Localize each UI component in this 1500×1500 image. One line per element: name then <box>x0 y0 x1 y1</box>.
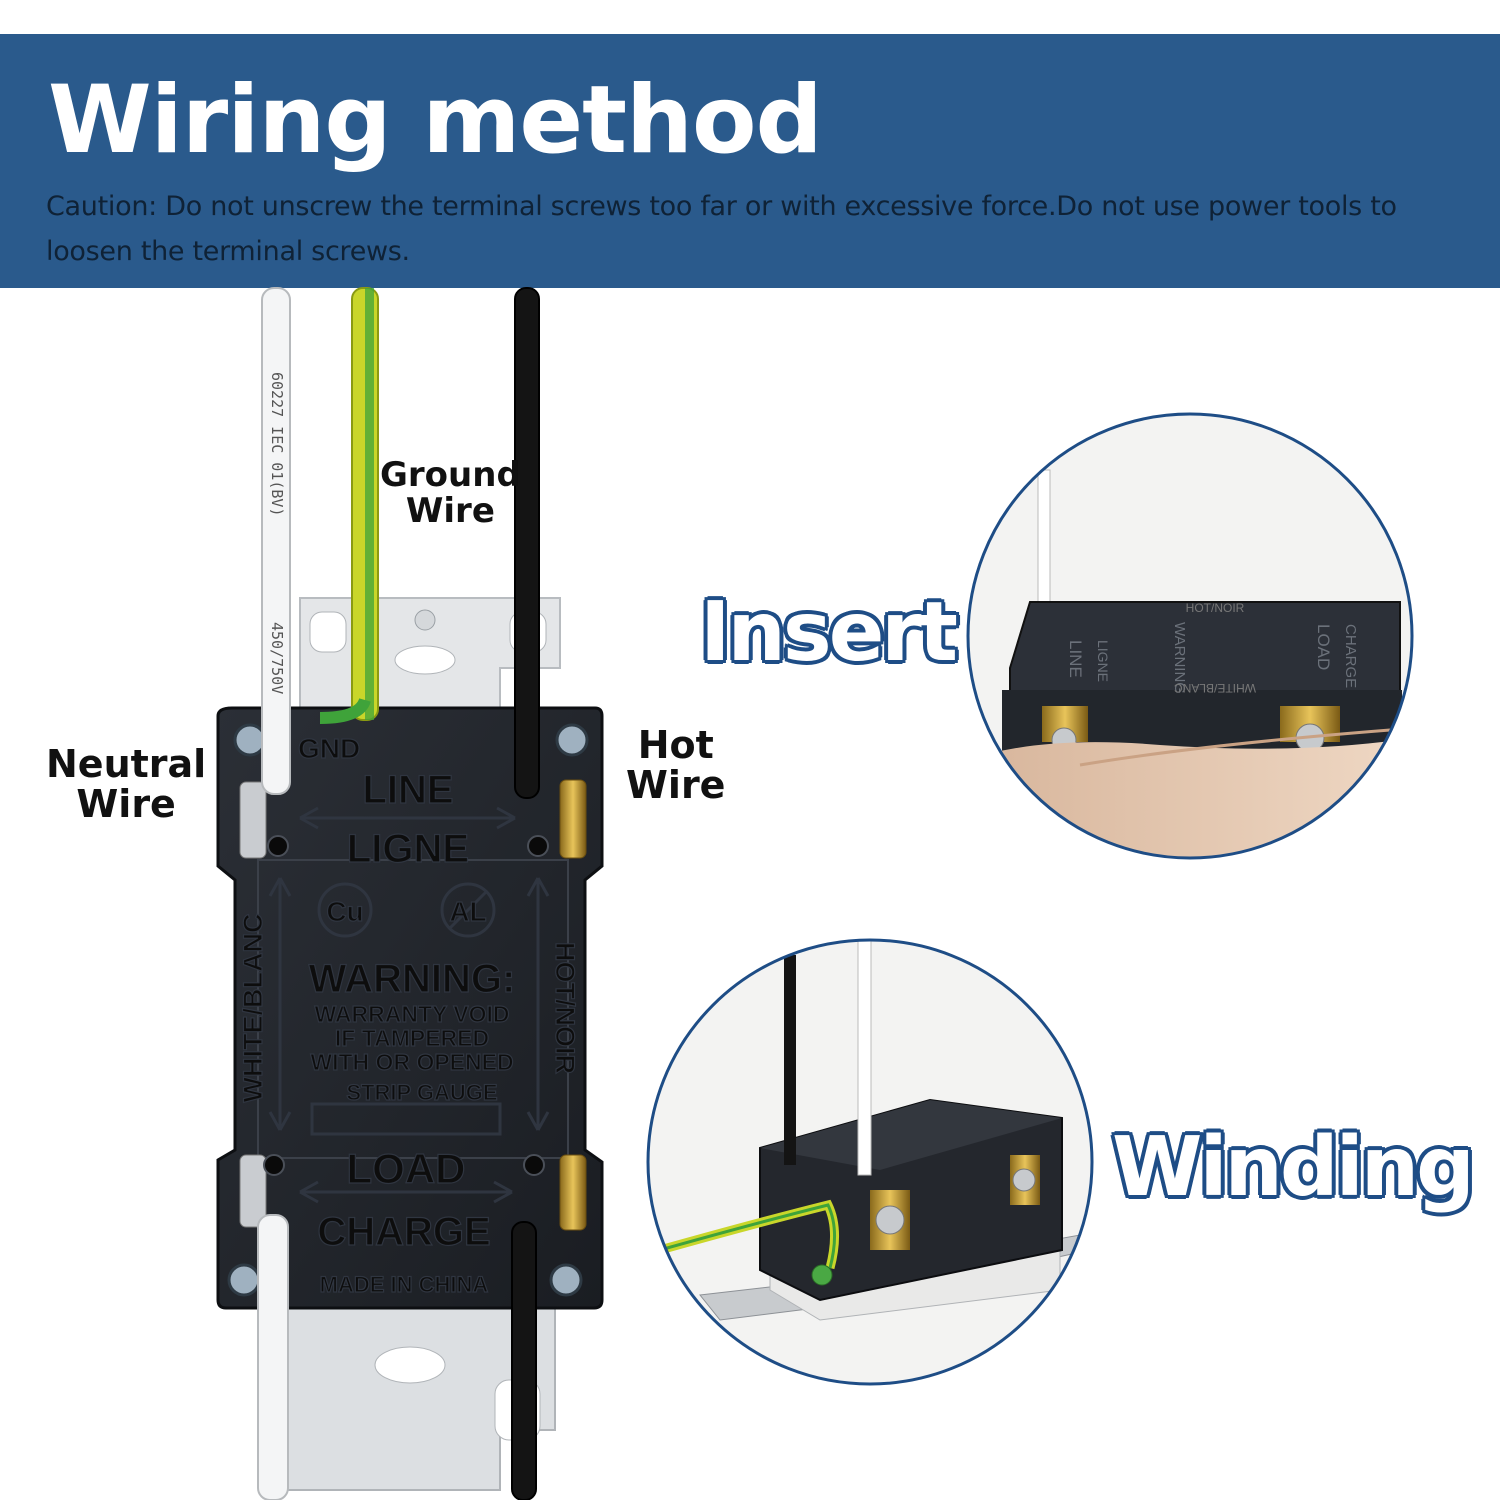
cu-mark: Cu <box>326 896 363 927</box>
gnd-mark: GND <box>298 733 360 764</box>
mounting-strap-bottom <box>284 1299 556 1491</box>
insert-line: LINE <box>1066 640 1085 678</box>
insert-load: LOAD <box>1314 624 1333 670</box>
strip-gauge-mark: STRIP GAUGE <box>346 1080 497 1105</box>
insert-charge: CHARGE <box>1342 624 1359 688</box>
hot-wire-top <box>514 287 540 799</box>
winding-step-label: Winding <box>1110 1118 1478 1218</box>
wire-print-rating: 450/750V <box>268 622 286 694</box>
load-mark: LOAD <box>347 1145 466 1192</box>
insert-warning: WARNING <box>1171 622 1188 694</box>
charge-mark: CHARGE <box>317 1210 490 1254</box>
al-mark: AL <box>449 896 486 927</box>
page-title: Wiring method <box>48 66 823 175</box>
insert-step-label: Insert <box>698 583 961 683</box>
hot-noir-mark: HOT/NOIR <box>550 942 580 1074</box>
molded-arrows <box>268 806 550 1204</box>
ground-wire <box>319 287 379 724</box>
line-mark: LINE <box>362 768 453 812</box>
corner-screws <box>227 723 589 1297</box>
header-banner: Wiring method Caution: Do not unscrew th… <box>0 34 1500 288</box>
neutral-wire-bottom <box>257 1214 289 1500</box>
outlet-back-body <box>216 706 604 1310</box>
insert-ligne: LIGNE <box>1095 640 1111 682</box>
insert-white-blanc: WHITE/BLANC <box>1174 681 1256 695</box>
wire-print-code: 60227 IEC 01(BV) <box>268 372 286 517</box>
insert-photo: HOT/NOIR LINE LIGNE LOAD CHARGE WARNING … <box>966 412 1414 860</box>
winding-photo <box>646 938 1094 1386</box>
white-blanc-mark: WHITE/BLANC <box>238 914 268 1103</box>
tampered-mark: IF TAMPERED <box>335 1025 489 1051</box>
hot-wire-bottom <box>511 1221 537 1500</box>
made-in-mark: MADE IN CHINA <box>320 1272 489 1297</box>
terminal-screws <box>239 779 587 1231</box>
opened-mark: WITH OR OPENED <box>310 1049 513 1075</box>
warranty-mark: WARRANTY VOID <box>314 1001 509 1027</box>
ligne-mark: LIGNE <box>347 827 469 871</box>
caution-text: Caution: Do not unscrew the terminal scr… <box>46 191 1397 267</box>
warning-mark: WARNING: <box>309 957 516 1001</box>
insert-hot-noir: HOT/NOIR <box>1186 601 1245 615</box>
neutral-wire-top: 60227 IEC 01(BV) 450/750V <box>261 287 291 795</box>
